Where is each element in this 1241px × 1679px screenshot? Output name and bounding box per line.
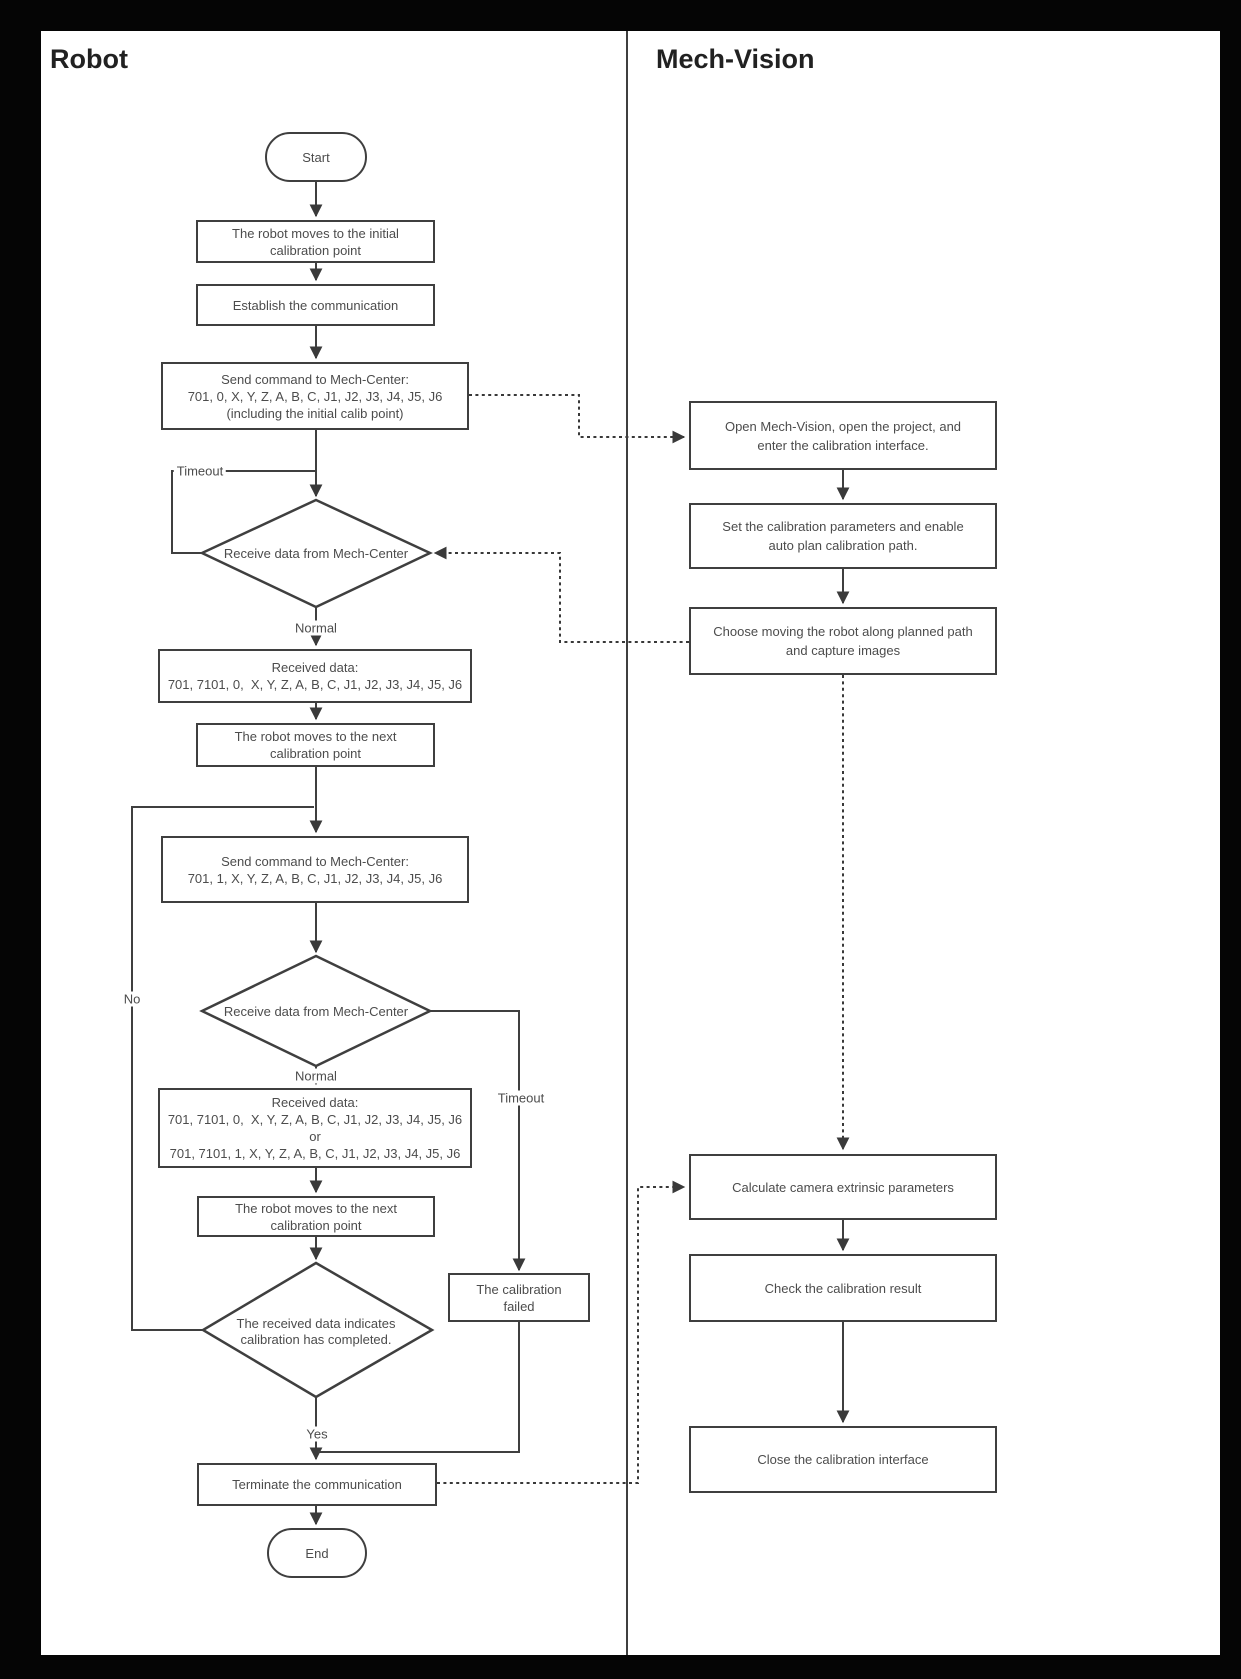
node-text: failed — [503, 1298, 535, 1314]
lane-title-robot: Robot — [50, 44, 128, 74]
node-send-command-next: Send command to Mech-Center: 701, 1, X, … — [161, 836, 469, 903]
node-text: and capture images — [785, 643, 901, 658]
diamond-label-receive-1: Receive data from Mech-Center — [223, 546, 409, 561]
node-text: The robot moves to the initial — [232, 225, 399, 241]
node-text: 701, 1, X, Y, Z, A, B, C, J1, J2, J3, J4… — [187, 870, 443, 886]
diamond-receive-data-2 — [199, 954, 433, 1068]
node-text: enter the calibration interface. — [757, 437, 929, 453]
edge-label-normal-2: Normal — [292, 1068, 340, 1084]
node-text: Establish the communication — [232, 297, 399, 313]
edge-label-yes: Yes — [303, 1426, 331, 1442]
edge-label-normal-1: Normal — [292, 620, 340, 636]
node-choose-moving: Choose moving the robot along planned pa… — [689, 607, 997, 675]
node-establish-communication: Establish the communication — [196, 284, 435, 326]
edge-timeout1-loop — [171, 470, 316, 554]
edge-label-timeout-1: Timeout — [173, 463, 227, 479]
node-text: Received data: — [271, 660, 359, 675]
edge-dashed-terminate-to-calculate — [437, 1180, 686, 1484]
node-text: Send command to Mech-Center: — [221, 371, 409, 387]
edge-label-no: No — [120, 991, 144, 1007]
node-received-data-2: Received data: 701, 7101, 0, X, Y, Z, A,… — [158, 1088, 472, 1168]
node-open-mech-vision: Open Mech-Vision, open the project, and … — [689, 401, 997, 470]
node-text: Send command to Mech-Center: — [221, 853, 409, 869]
lane-divider — [626, 31, 628, 1655]
node-move-next-1: The robot moves to the next calibration … — [196, 723, 435, 767]
node-start: Start — [265, 132, 367, 182]
node-text: Received data: — [271, 1095, 359, 1110]
node-move-next-2: The robot moves to the next calibration … — [197, 1196, 435, 1237]
diamond-label-receive-2: Receive data from Mech-Center — [223, 1004, 409, 1019]
node-text: The calibration — [476, 1281, 562, 1297]
node-text: (including the initial calib point) — [226, 405, 404, 421]
edge-dashed-choose-to-receive1 — [433, 546, 689, 643]
node-text: 701, 0, X, Y, Z, A, B, C, J1, J2, J3, J4… — [187, 388, 443, 404]
node-text: calibration point — [270, 1217, 362, 1233]
node-text: Calculate camera extrinsic parameters — [732, 1179, 954, 1195]
diamond-receive-data-1 — [199, 498, 433, 609]
node-text: 701, 7101, 0, X, Y, Z, A, B, C, J1, J2, … — [167, 677, 463, 692]
node-text: calibration point — [269, 746, 362, 761]
node-calibration-failed: The calibration failed — [448, 1273, 590, 1322]
node-text: auto plan calibration path. — [768, 538, 918, 553]
node-move-initial: The robot moves to the initial calibrati… — [196, 220, 435, 263]
node-text: 701, 7101, 1, X, Y, Z, A, B, C, J1, J2, … — [169, 1146, 461, 1161]
node-text: 701, 7101, 0, X, Y, Z, A, B, C, J1, J2, … — [167, 1112, 463, 1127]
edge-timeout2-to-failed — [430, 1010, 526, 1272]
node-terminate-communication: Terminate the communication — [197, 1463, 437, 1506]
node-text: The robot moves to the next — [234, 729, 397, 744]
node-text: Start — [302, 149, 330, 165]
node-text: Open Mech-Vision, open the project, and — [724, 418, 962, 434]
diamond-label-calibration-completed: The received data indicates calibration … — [237, 1316, 396, 1348]
node-calculate-extrinsic: Calculate camera extrinsic parameters — [689, 1154, 997, 1220]
node-received-data-1: Received data: 701, 7101, 0, X, Y, Z, A,… — [158, 649, 472, 703]
edge-no-loop — [131, 806, 314, 1331]
node-text: Terminate the communication — [232, 1477, 402, 1492]
node-text: Set the calibration parameters and enabl… — [722, 519, 964, 534]
edge-label-timeout-2: Timeout — [494, 1090, 548, 1106]
node-check-result: Check the calibration result — [689, 1254, 997, 1322]
node-text: Close the calibration interface — [757, 1452, 929, 1467]
node-send-command-initial: Send command to Mech-Center: 701, 0, X, … — [161, 362, 469, 430]
node-text: The robot moves to the next — [235, 1200, 397, 1216]
node-text: End — [305, 1545, 329, 1561]
node-text: The received data indicates — [236, 1316, 396, 1331]
node-text: calibration has completed. — [240, 1332, 392, 1347]
node-text: or — [309, 1129, 321, 1144]
edge-dashed-send1-to-open — [469, 394, 686, 444]
diamond-calibration-completed — [200, 1261, 435, 1399]
node-text: Check the calibration result — [764, 1280, 922, 1296]
node-text: calibration point — [269, 242, 362, 258]
node-close-interface: Close the calibration interface — [689, 1426, 997, 1493]
lane-title-mech-vision: Mech-Vision — [656, 44, 815, 74]
node-end: End — [267, 1528, 367, 1578]
node-set-calibration-params: Set the calibration parameters and enabl… — [689, 503, 997, 569]
edge-failed-merge — [318, 1322, 520, 1453]
node-text: Choose moving the robot along planned pa… — [713, 624, 973, 639]
